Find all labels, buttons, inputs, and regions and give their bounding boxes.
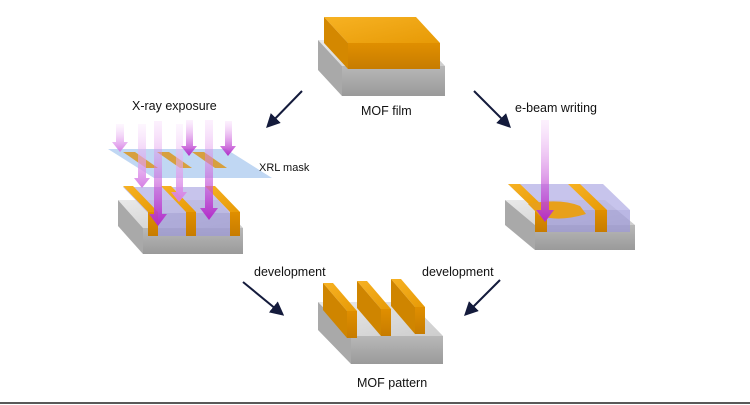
ebeam-arrow bbox=[536, 120, 554, 222]
label-ebeam-writing: e-beam writing bbox=[515, 101, 597, 115]
mof-pattern-block bbox=[318, 279, 443, 364]
label-mof-film: MOF film bbox=[361, 104, 412, 118]
process-arrows bbox=[242, 90, 511, 316]
ebeam-writing-block bbox=[505, 120, 635, 250]
label-mof-pattern: MOF pattern bbox=[357, 376, 428, 390]
xray-exposure-block bbox=[108, 120, 272, 254]
label-development-left: development bbox=[254, 265, 326, 279]
xray-beams bbox=[112, 120, 236, 226]
mof-film-block bbox=[318, 17, 445, 96]
label-xrl-mask: XRL mask bbox=[259, 162, 310, 174]
arrow-to-xray bbox=[266, 90, 303, 129]
label-development-right: development bbox=[422, 265, 494, 279]
arrow-xray-to-pattern bbox=[242, 281, 285, 316]
arrow-to-ebeam bbox=[473, 90, 511, 128]
label-xray-exposure: X-ray exposure bbox=[132, 99, 217, 113]
arrow-ebeam-to-pattern bbox=[464, 279, 501, 316]
